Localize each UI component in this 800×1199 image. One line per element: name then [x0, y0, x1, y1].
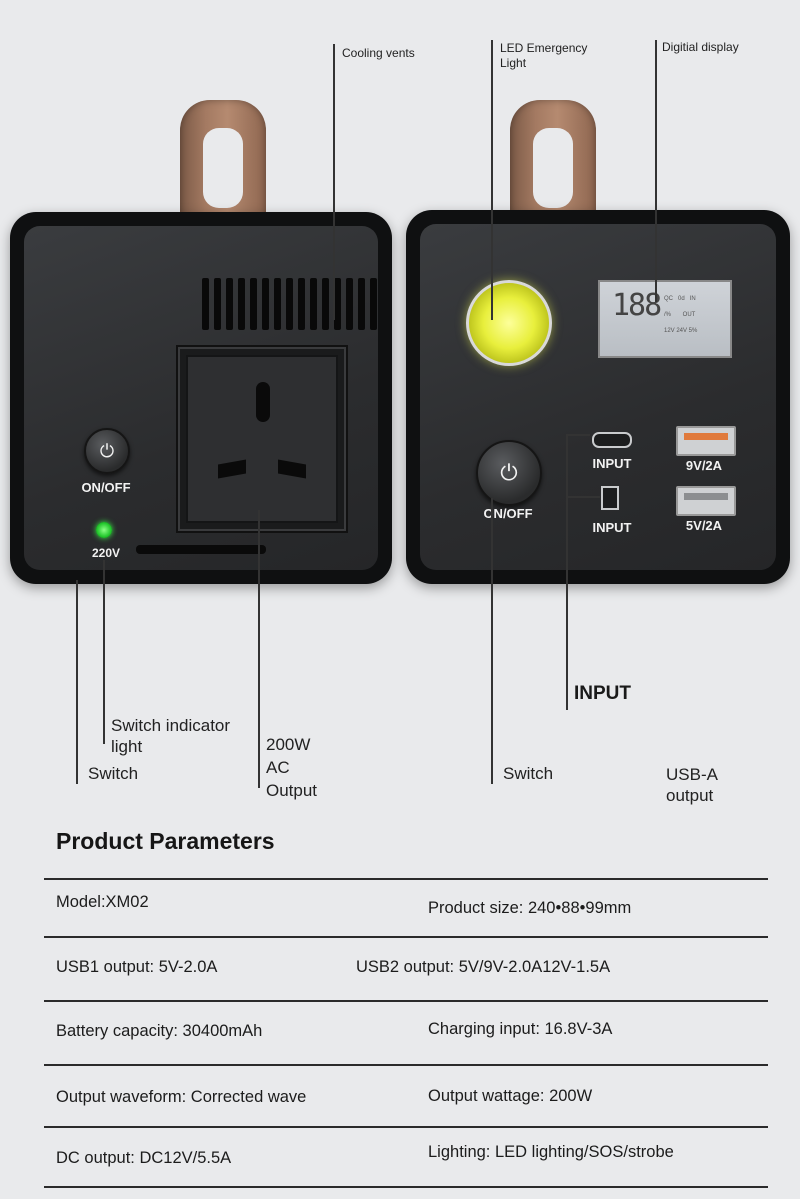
dc-input-label: INPUT — [592, 520, 632, 535]
table-divider — [44, 1064, 768, 1066]
usb-a-fast-tongue — [684, 433, 728, 440]
param-usb1-output: USB1 output: 5V-2.0A — [56, 958, 218, 976]
usb-a-fast-label: 9V/2A — [685, 458, 723, 473]
usb-a-output-callout: USB-A output — [666, 765, 718, 805]
ac-output-leader — [258, 510, 260, 788]
ac-ground-pin — [256, 382, 270, 422]
cooling-vents-callout: Cooling vents — [342, 46, 415, 60]
table-divider — [44, 878, 768, 880]
led-light-leader — [491, 40, 493, 320]
ac-outlet-frame — [176, 345, 348, 533]
table-divider — [44, 936, 768, 938]
on-off-label-left: ON/OFF — [81, 480, 131, 495]
input-bracket-bottom — [566, 496, 600, 498]
digital-display: 188 QC 0d IN /% OUT 12V 24V 5% — [598, 280, 732, 358]
switch-right-callout: Switch — [503, 764, 554, 783]
input-heading-callout: INPUT — [574, 683, 631, 704]
dc-input-port[interactable] — [601, 486, 619, 510]
switch-right-leader — [491, 498, 493, 784]
display-digits: 188 — [612, 288, 662, 323]
typec-input-label: INPUT — [592, 456, 632, 471]
usb-a-standard-port[interactable] — [676, 486, 736, 516]
table-divider — [44, 1000, 768, 1002]
led-light-callout: LED Emergency Light — [500, 41, 588, 70]
parameters-title: Product Parameters — [56, 828, 275, 854]
ac-output-callout: 200W AC Output — [266, 735, 318, 800]
indicator-led — [96, 522, 112, 538]
ac-outlet-face — [186, 355, 338, 523]
typec-input-port[interactable] — [592, 432, 632, 448]
input-bracket-top — [566, 434, 590, 436]
param-battery-capacity: Battery capacity: 30400mAh — [56, 1022, 263, 1040]
table-divider — [44, 1186, 768, 1188]
power-button-left[interactable]: ⏻ — [84, 428, 130, 474]
param-dc-output: DC output: DC12V/5.5A — [56, 1149, 232, 1167]
on-off-label-right: ON/OFF — [483, 506, 533, 521]
param-output-wattage: Output wattage: 200W — [428, 1087, 593, 1105]
param-charging-input: Charging input: 16.8V-3A — [428, 1020, 613, 1038]
usb-a-standard-label: 5V/2A — [685, 518, 723, 533]
param-output-waveform: Output waveform: Corrected wave — [56, 1088, 307, 1106]
cooling-vents — [202, 278, 377, 330]
voltage-label: 220V — [91, 546, 121, 560]
param-usb2-output: USB2 output: 5V/9V-2.0A12V-1.5A — [356, 958, 611, 976]
switch-indicator-callout: Switch indicator light — [111, 716, 231, 756]
param-model: Model:XM02 — [56, 893, 149, 911]
bottom-slot — [136, 545, 266, 554]
switch-left-leader — [76, 580, 78, 784]
param-product-size: Product size: 240•88•99mm — [428, 899, 632, 917]
input-leader — [566, 434, 568, 710]
power-button-right[interactable]: ⏻ — [476, 440, 542, 506]
digital-display-callout: Digitial display — [662, 40, 739, 54]
switch-left-callout: Switch — [88, 764, 139, 783]
table-divider — [44, 1126, 768, 1128]
param-lighting: Lighting: LED lighting/SOS/strobe — [428, 1143, 674, 1161]
usb-a-standard-tongue — [684, 493, 728, 500]
digital-display-leader — [655, 40, 657, 302]
led-emergency-light — [466, 280, 552, 366]
cooling-vents-leader — [333, 44, 335, 320]
indicator-light-leader — [103, 560, 105, 744]
usb-a-fast-port[interactable] — [676, 426, 736, 456]
